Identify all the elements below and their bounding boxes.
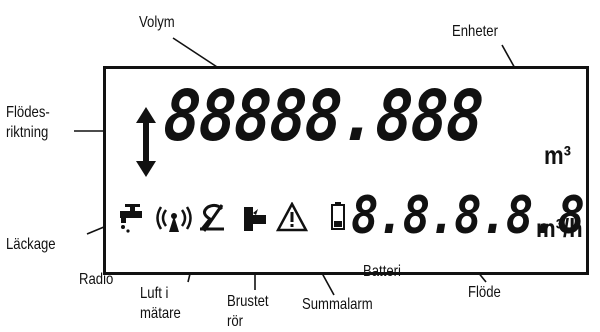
label-radio: Radio [79,271,114,288]
label-volume: Volym [139,14,175,31]
flow-unit: m³/h [536,213,583,243]
leak-tap-icon [120,204,142,233]
label-flow: Flöde [468,284,501,301]
battery-icon [331,202,345,230]
volume-digits: 88888.888 [161,75,485,157]
flow-digits: 8.8.8.8.8 [351,186,585,246]
radio-icon [156,206,192,232]
lcd-display: 88888.888 m³ [103,66,589,275]
warning-triangle-icon [276,202,308,232]
label-leakage: Läckage [6,236,56,253]
air-bubble-icon [200,203,224,232]
flow-direction-arrow-icon [136,107,156,177]
label-battery: Batteri [363,263,401,280]
label-sum-alarm: Summalarm [302,296,373,313]
burst-pipe-icon [244,207,266,231]
volume-unit: m³ [544,140,572,170]
label-flow-direction: Flödes- riktning [6,104,50,141]
label-air-in-meter: Luft i mätare [140,285,181,322]
label-units: Enheter [452,23,498,40]
label-burst-pipe: Brustet rör [227,293,269,330]
